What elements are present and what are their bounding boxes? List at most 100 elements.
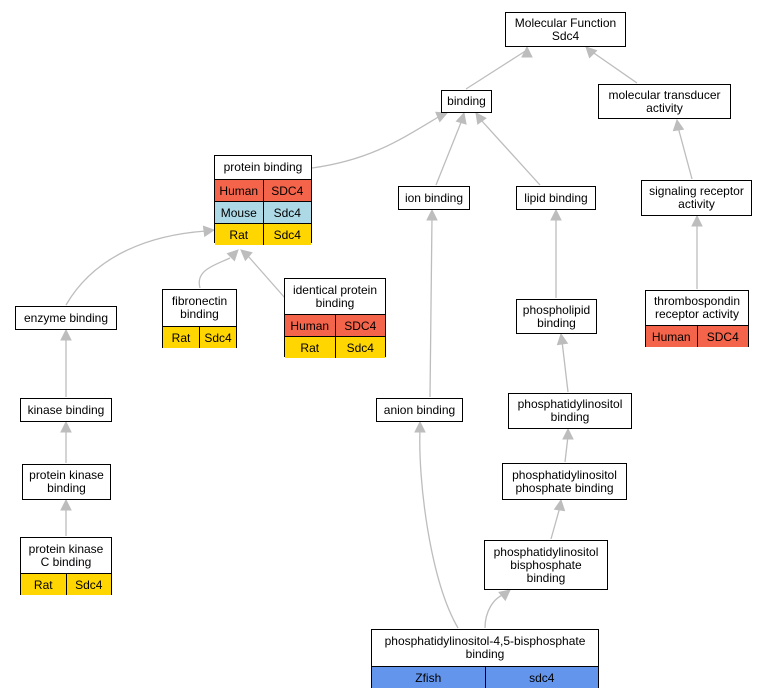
arrowhead — [498, 589, 511, 602]
node-label: identical protein binding — [292, 282, 378, 310]
node-label: anion binding — [383, 402, 456, 417]
species-row: Zfish sdc4 — [372, 666, 598, 688]
arrowhead — [521, 45, 533, 58]
arrowhead — [562, 427, 574, 440]
node-label: phosphatidylinositol phosphate binding — [512, 467, 617, 495]
node-mf[interactable]: Molecular Function Sdc4 — [505, 12, 626, 47]
node-label: fibronectin binding — [171, 294, 228, 321]
arrowhead — [556, 332, 569, 346]
species-name: Rat — [33, 577, 53, 592]
node-lipid[interactable]: lipid binding — [516, 186, 596, 210]
arrowhead — [60, 328, 72, 341]
gene-symbol: SDC4 — [334, 315, 386, 336]
arrowhead — [553, 498, 566, 512]
arrowhead — [435, 111, 449, 123]
gene-symbol: SDC4 — [696, 326, 749, 347]
edge-enz — [65, 230, 207, 306]
arrowhead — [240, 249, 253, 262]
arrowhead — [475, 112, 487, 125]
node-label: ion binding — [404, 190, 464, 205]
species-row: Human SDC4 — [646, 325, 748, 347]
species-name: Human — [219, 183, 259, 198]
gene-symbol: Sdc4 — [334, 337, 386, 358]
edge-ion — [435, 119, 463, 186]
node-anion[interactable]: anion binding — [376, 398, 463, 422]
node-label: Molecular Function Sdc4 — [514, 15, 617, 43]
node-pi[interactable]: phosphatidylinositol binding — [508, 393, 632, 429]
node-label: thrombospondin receptor activity — [653, 294, 741, 321]
node-label: protein binding — [223, 160, 303, 174]
edge-binding — [465, 49, 528, 90]
gene-symbol: Sdc4 — [262, 202, 312, 223]
species-name: Rat — [229, 227, 249, 242]
gene-symbol: Sdc4 — [262, 224, 312, 245]
node-label: binding — [447, 94, 486, 108]
edge-pib — [550, 506, 561, 540]
edge-pip — [564, 435, 569, 463]
gene-symbol: Sdc4 — [199, 327, 236, 348]
node-sra[interactable]: signaling receptor activity — [641, 180, 752, 216]
node-label: protein kinase C binding — [28, 541, 104, 569]
arrowhead — [585, 46, 598, 59]
edge-pip2b — [419, 429, 459, 629]
node-ion[interactable]: ion binding — [398, 186, 470, 210]
arrowhead — [455, 111, 467, 125]
node-label: phosphatidylinositol-4,5-bisphosphate bi… — [384, 634, 586, 661]
gene-symbol: Sdc4 — [65, 574, 112, 595]
edge-mta — [587, 48, 638, 84]
node-enz[interactable]: enzyme binding — [15, 306, 117, 330]
species-name: Human — [651, 329, 691, 344]
arrowhead — [60, 420, 72, 433]
node-pip2[interactable]: phosphatidylinositol-4,5-bisphosphate bi… — [371, 629, 599, 688]
node-label: signaling receptor activity — [649, 184, 744, 211]
species-row: Human SDC4 — [285, 314, 385, 336]
node-mta[interactable]: molecular transducer activity — [598, 84, 731, 119]
species-row: Rat Sdc4 — [21, 573, 111, 595]
arrowhead — [60, 498, 72, 511]
node-label: phosphatidylinositol binding — [517, 397, 623, 424]
arrowhead — [426, 208, 438, 221]
node-label: phospholipid binding — [522, 302, 591, 330]
node-pib[interactable]: phosphatidylinositol bisphosphate bindin… — [484, 540, 608, 590]
node-label: enzyme binding — [23, 310, 109, 325]
arrowhead — [226, 249, 239, 262]
edge-lipid — [480, 119, 541, 186]
node-binding[interactable]: binding — [441, 90, 492, 113]
node-label: lipid binding — [524, 190, 588, 205]
species-name: Mouse — [220, 205, 257, 220]
species-name: Human — [290, 318, 330, 333]
gene-symbol: SDC4 — [262, 180, 312, 201]
gene-symbol: sdc4 — [484, 667, 599, 688]
edge-pip2a — [484, 593, 506, 629]
edge-fn — [198, 257, 231, 289]
node-label: protein kinase binding — [29, 468, 104, 495]
species-name: Rat — [300, 340, 320, 355]
arrowhead — [550, 208, 562, 221]
arrowhead — [672, 118, 685, 132]
node-label: molecular transducer activity — [608, 87, 721, 115]
edge-pb — [311, 115, 441, 169]
arrowhead — [691, 214, 703, 227]
arrowhead — [202, 225, 216, 238]
edge-sra — [677, 126, 693, 180]
species-name: Zfish — [415, 670, 442, 685]
node-pip[interactable]: phosphatidylinositol phosphate binding — [502, 463, 627, 500]
node-label: kinase binding — [27, 402, 105, 417]
node-pk[interactable]: protein kinase binding — [22, 464, 111, 500]
node-label: phosphatidylinositol bisphosphate bindin… — [493, 544, 599, 585]
node-phl[interactable]: phospholipid binding — [516, 299, 597, 334]
node-kin[interactable]: kinase binding — [20, 398, 112, 422]
species-row: Rat Sdc4 — [285, 336, 385, 358]
species-row: Rat Sdc4 — [215, 223, 311, 245]
species-row: Mouse Sdc4 — [215, 201, 311, 223]
edge-pi — [561, 340, 569, 393]
edge-ipb — [247, 255, 286, 299]
